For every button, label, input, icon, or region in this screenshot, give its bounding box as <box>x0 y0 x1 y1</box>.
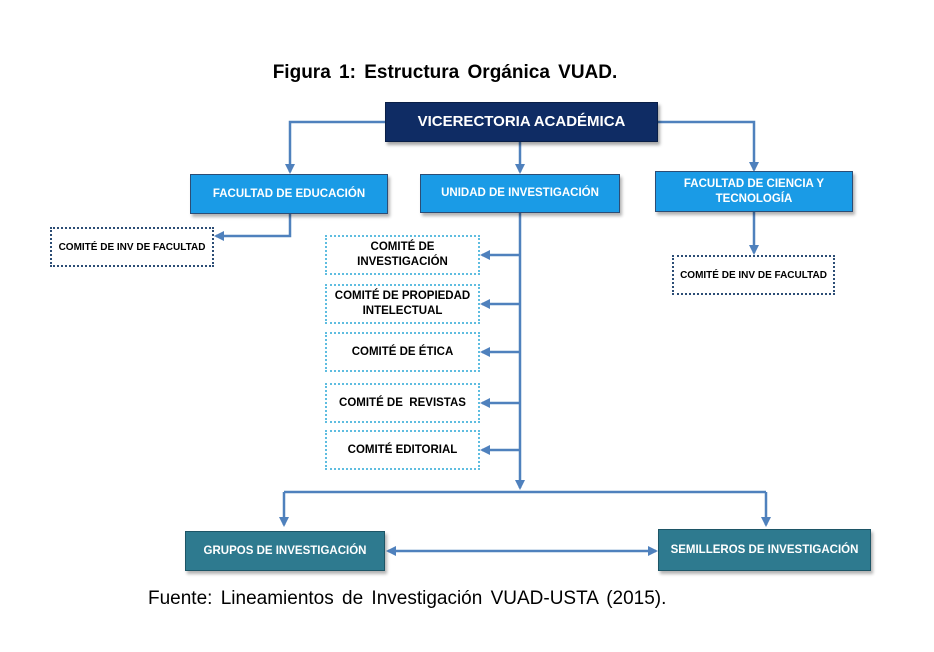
facultad-educacion-box: FACULTAD DE EDUCACIÓN <box>190 174 388 214</box>
comite-revistas-box: COMITÉ DE REVISTAS <box>325 383 480 423</box>
comite-editorial-box: COMITÉ EDITORIAL <box>325 430 480 470</box>
comite-revistas-label: COMITÉ DE REVISTAS <box>339 396 466 409</box>
semilleros-investigacion-label: SEMILLEROS DE INVESTIGACIÓN <box>670 543 859 556</box>
comite-propiedad-label: COMITÉ DE PROPIEDAD INTELECTUAL <box>334 290 471 317</box>
comite-propiedad-box: COMITÉ DE PROPIEDAD INTELECTUAL <box>325 284 480 324</box>
unidad-investigacion-label: UNIDAD DE INVESTIGACIÓN <box>441 187 599 200</box>
vicerrectoria-label: VICERECTORIA ACADÉMICA <box>417 113 626 131</box>
grupos-investigacion-box: GRUPOS DE INVESTIGACIÓN <box>185 531 385 571</box>
connector-facultad-educacion-to-comite <box>214 214 292 241</box>
connector-vicerrectoria-to-facultad-ciencia <box>658 120 759 172</box>
facultad-ciencia-box: FACULTAD DE CIENCIA Y TECNOLOGÍA <box>655 171 853 212</box>
figure-caption: Fuente: Lineamientos de Investigación VU… <box>148 588 667 609</box>
comite-inv-facultad-educacion-label: COMITÉ DE INV DE FACULTAD <box>58 241 206 253</box>
comite-inv-facultad-educacion-box: COMITÉ DE INV DE FACULTAD <box>50 227 214 267</box>
comite-etica-label: COMITÉ DE ÉTICA <box>351 345 454 358</box>
connector-vicerrectoria-to-facultad-educacion <box>285 120 385 174</box>
comite-etica-box: COMITÉ DE ÉTICA <box>325 332 480 372</box>
unidad-investigacion-box: UNIDAD DE INVESTIGACIÓN <box>420 174 620 213</box>
comite-inv-facultad-ciencia-box: COMITÉ DE INV DE FACULTAD <box>672 255 835 295</box>
facultad-ciencia-label: FACULTAD DE CIENCIA Y TECNOLOGÍA <box>683 177 825 205</box>
vicerrectoria-box: VICERECTORIA ACADÉMICA <box>385 102 658 142</box>
figure-title: Figura 1: Estructura Orgánica VUAD. <box>272 62 618 83</box>
semilleros-investigacion-box: SEMILLEROS DE INVESTIGACIÓN <box>658 529 871 571</box>
comite-inv-facultad-ciencia-label: COMITÉ DE INV DE FACULTAD <box>680 269 827 281</box>
facultad-educacion-label: FACULTAD DE EDUCACIÓN <box>212 187 366 200</box>
comite-editorial-label: COMITÉ EDITORIAL <box>347 443 458 456</box>
comite-investigacion-box: COMITÉ DE INVESTIGACIÓN <box>325 235 480 275</box>
comite-investigacion-label: COMITÉ DE INVESTIGACIÓN <box>357 241 448 268</box>
grupos-investigacion-label: GRUPOS DE INVESTIGACIÓN <box>203 544 367 557</box>
